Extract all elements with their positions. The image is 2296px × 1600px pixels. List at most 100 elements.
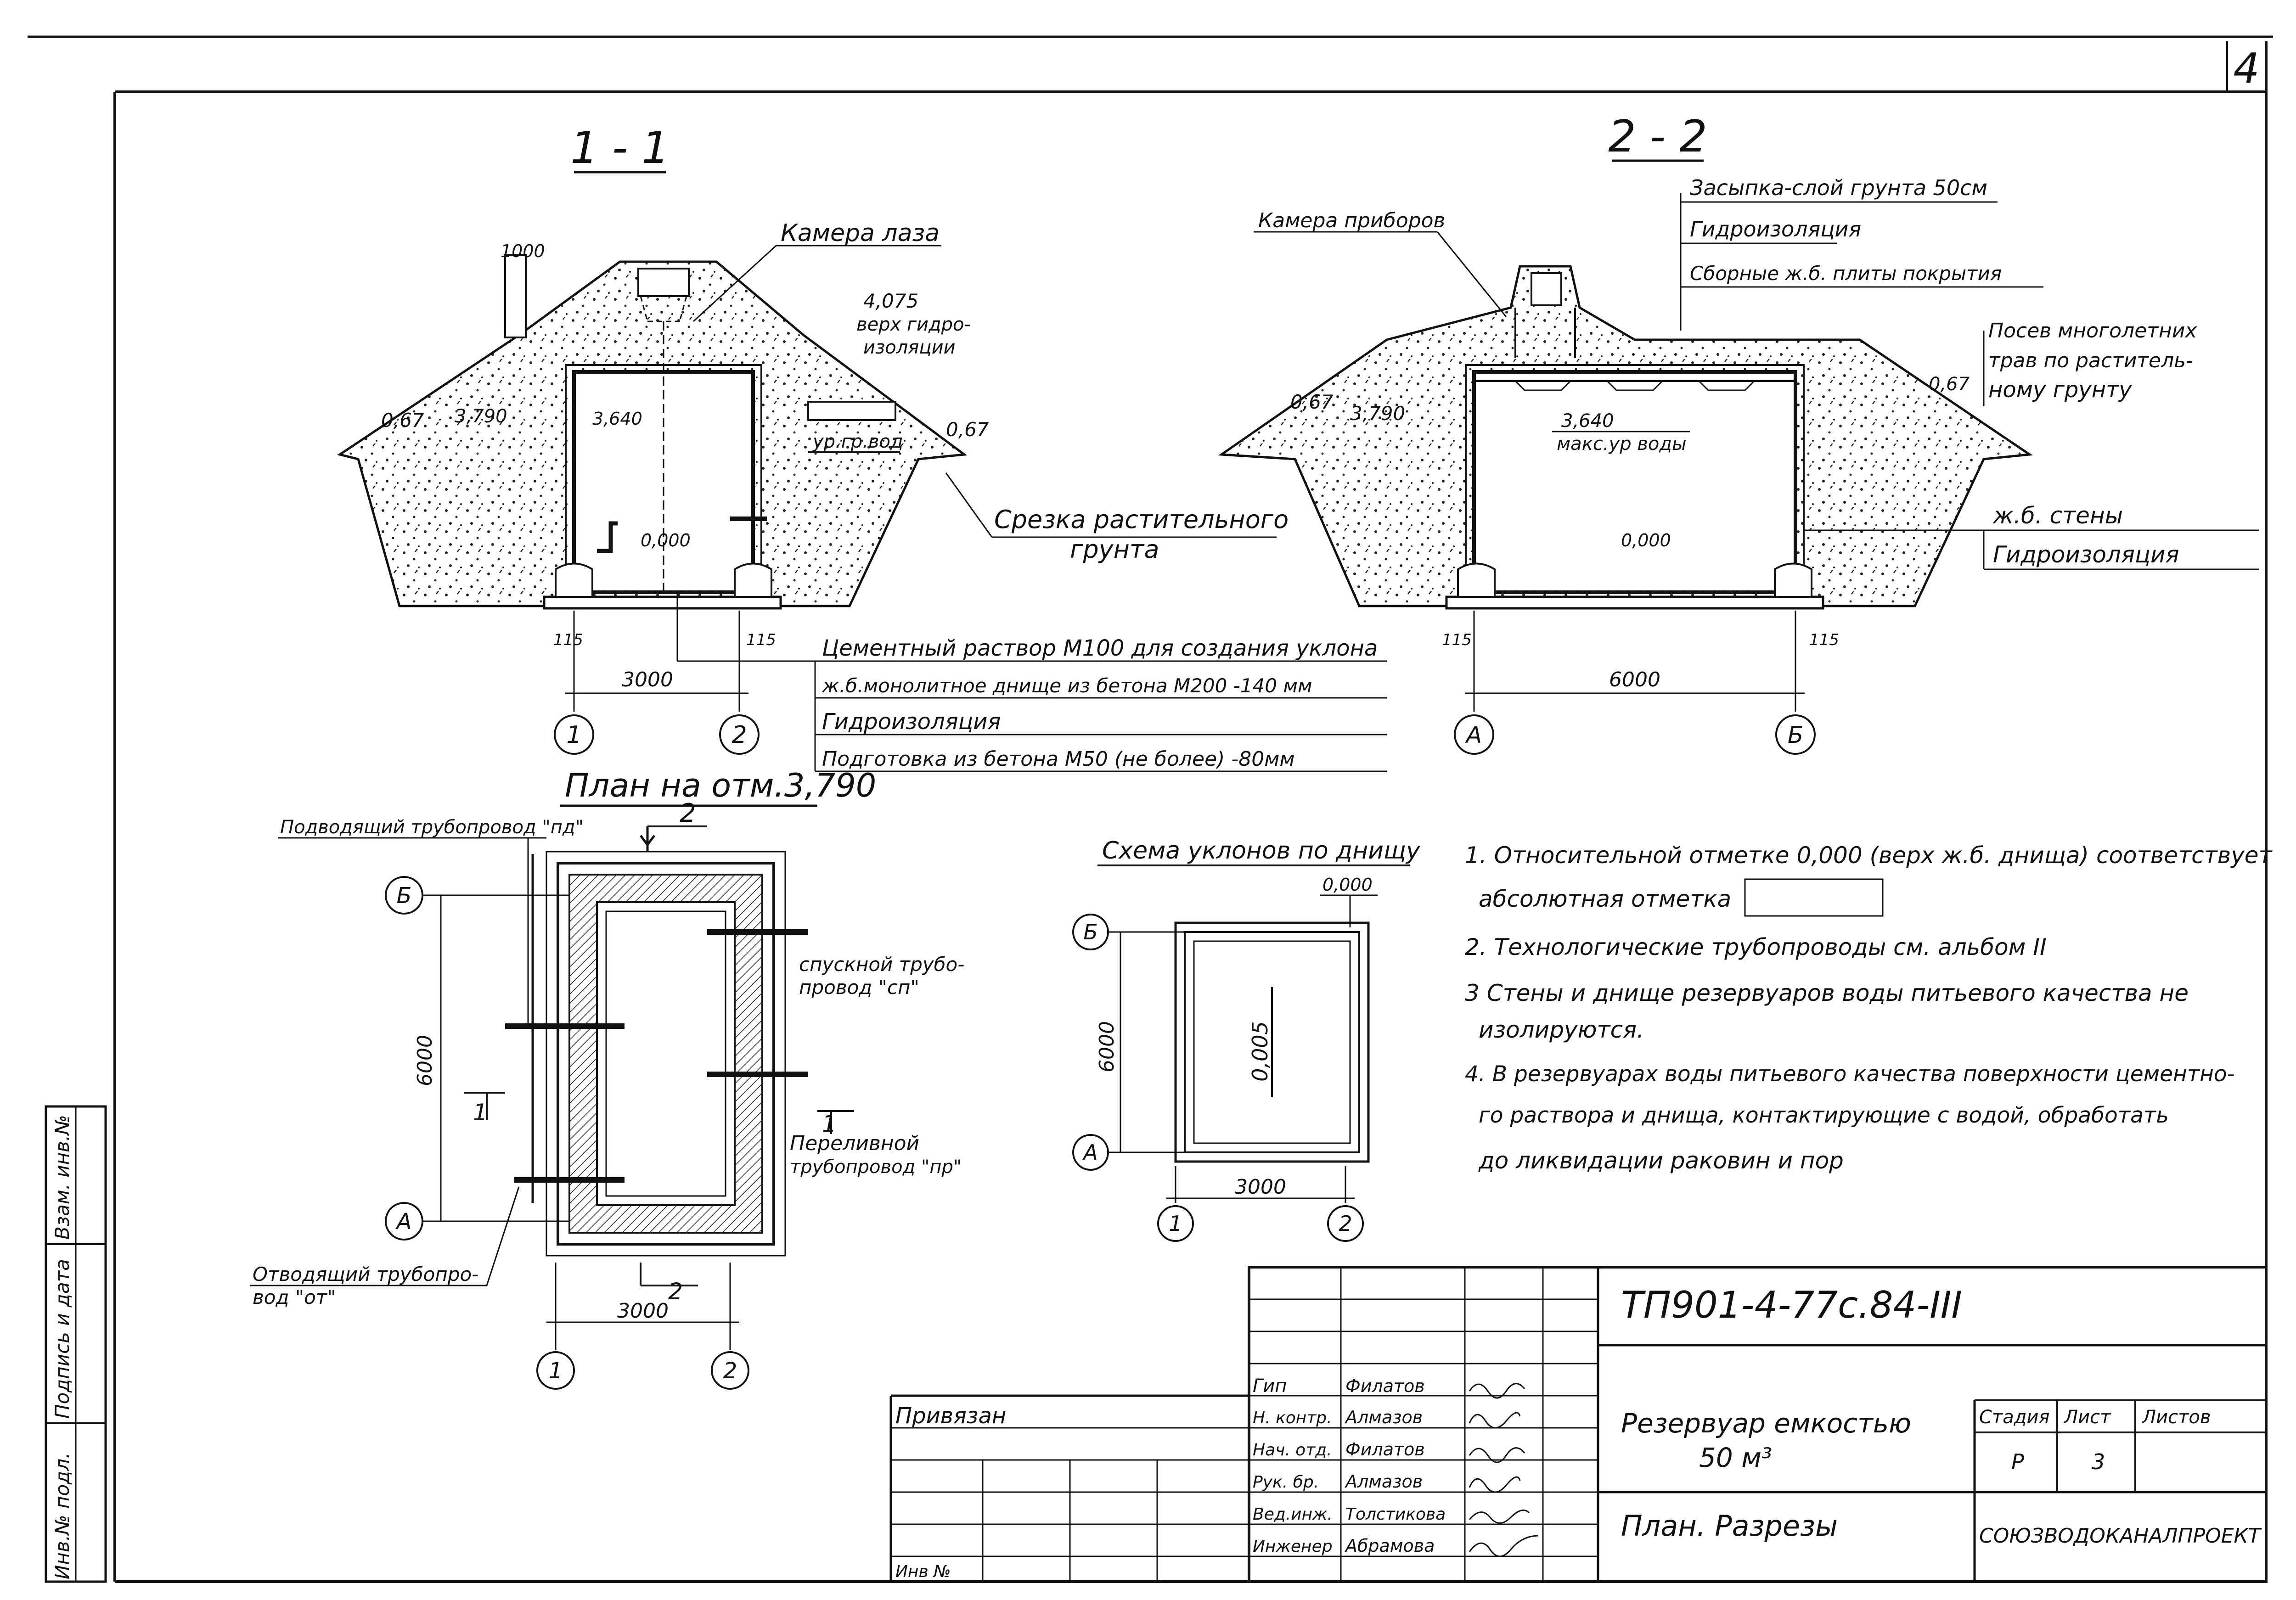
- name-2: Алмазов: [1344, 1407, 1423, 1427]
- layer-label-2c: Сборные ж.б. плиты покрытия: [1690, 262, 2002, 285]
- slope-axis-b: Б: [1083, 920, 1098, 944]
- stage-value: Р: [2011, 1449, 2024, 1474]
- plan-title: План на отм.3,790: [565, 767, 876, 804]
- inv-no-label: Инв №: [895, 1562, 951, 1581]
- slope-right-2: 0,67: [1929, 374, 1970, 395]
- dim-115-right-2: 115: [1809, 631, 1839, 649]
- role-5: Вед.инж.: [1253, 1505, 1333, 1524]
- slope-left-2: 0,67: [1290, 391, 1334, 413]
- level-3640-1: 3,640: [592, 409, 642, 429]
- note-3b: изолируются.: [1479, 1016, 1644, 1043]
- plan-axis-2: 2: [723, 1358, 737, 1384]
- sheet-value: 3: [2092, 1449, 2105, 1474]
- note-1b: абсолютная отметка: [1479, 886, 1731, 912]
- role-3: Нач. отд.: [1253, 1441, 1332, 1460]
- slope-scheme-title: Схема уклонов по днищу: [1102, 837, 1421, 865]
- slope-dim-horizontal: 3000: [1235, 1175, 1286, 1199]
- sheet-frame: 4: [28, 35, 2273, 1583]
- axis-2-s1: 2: [732, 721, 747, 749]
- level-0-2: 0,000: [1621, 530, 1671, 550]
- dim-top-1: 1000: [501, 241, 545, 261]
- slope-scheme: Схема уклонов по днищу 0,005 0,000 6000 …: [1072, 837, 1421, 1242]
- stamp-replace: Взам. инв.№: [51, 1115, 73, 1240]
- cut-label-a: Срезка растительного: [994, 505, 1289, 534]
- role-4: Рук. бр.: [1253, 1473, 1319, 1492]
- layer-4: Подготовка из бетона М50 (не более) -80м…: [822, 747, 1295, 771]
- waterproof-label-2: Гидроизоляция: [1993, 541, 2179, 568]
- camera-label-2: Камера приборов: [1258, 209, 1445, 232]
- attached-label: Привязан: [895, 1403, 1006, 1429]
- plan-axis-1: 1: [549, 1358, 563, 1384]
- seeding-c: ному грунту: [1988, 377, 2132, 403]
- plan-dim-horizontal: 3000: [617, 1299, 669, 1323]
- bottom-layers-callout: Цементный раствор М100 для создания укло…: [676, 592, 1387, 772]
- outlet-label-b: вод "от": [253, 1286, 336, 1308]
- plan-view: План на отм.3,790 2 2 1 1 Подводящий тру…: [250, 767, 964, 1390]
- drain-label-a: спускной трубо-: [799, 953, 964, 976]
- overflow-label-a: Переливной: [790, 1132, 919, 1155]
- note-4a: 4. В резервуарах воды питьевого качества…: [1465, 1061, 2235, 1087]
- sheets-header: Листов: [2141, 1407, 2211, 1428]
- section-1-1: 1 - 1 Камера лаза 1000 4,075 верх гидро-…: [337, 123, 1289, 755]
- slope-axis-1: 1: [1169, 1211, 1182, 1236]
- note-3a: 3 Стены и днище резервуаров воды питьево…: [1465, 980, 2189, 1006]
- absolute-level-box: [1744, 878, 1884, 917]
- section-2-2: 2 - 2 Камера приборов Засыпка-слой грунт…: [1218, 112, 2259, 755]
- notes: 1. Относительной отметке 0,000 (верх ж.б…: [1465, 842, 2273, 1174]
- level-3790-1: 3,790: [455, 406, 507, 427]
- max-water-label: макс.ур воды: [1557, 433, 1687, 455]
- drawing-title: План. Разрезы: [1621, 1509, 1838, 1543]
- plan-section-mark-bottom: 2: [668, 1278, 683, 1305]
- level-4075: 4,075: [863, 290, 918, 312]
- section-2-title: 2 - 2: [1608, 112, 1707, 162]
- dim-span-2: 6000: [1609, 668, 1660, 691]
- title-block: Привязан Инв № Гип Н. контр. Нач. отд. Р…: [889, 1266, 2268, 1583]
- slope-right-1: 0,67: [946, 418, 989, 441]
- camera-label-1: Камера лаза: [781, 219, 940, 247]
- stamp-inv: Инв.№ подл.: [51, 1453, 73, 1579]
- seeding-a: Посев многолетних: [1988, 319, 2197, 342]
- drain-label-b: провод "сп": [799, 976, 919, 999]
- drawing-code: ТП901-4-77с.84-III: [1621, 1284, 1962, 1326]
- section-1-title: 1 - 1: [570, 123, 670, 174]
- slope-level: 0,000: [1322, 875, 1373, 895]
- inlet-label: Подводящий трубопровод "пд": [280, 817, 584, 838]
- plan-section-mark-top: 2: [680, 798, 696, 828]
- seeding-b: трав по раститель-: [1988, 349, 2193, 372]
- role-2: Н. контр.: [1253, 1409, 1332, 1427]
- slope-axis-a: А: [1082, 1140, 1097, 1165]
- overflow-label-b: трубопровод "пр": [790, 1156, 962, 1178]
- note-4b: го раствора и днища, контактирующие с во…: [1479, 1103, 2169, 1128]
- waterproof-top-a: верх гидро-: [856, 314, 971, 335]
- note-1a: 1. Относительной отметке 0,000 (верх ж.б…: [1465, 842, 2273, 869]
- dim-115-left-1: 115: [553, 631, 583, 649]
- plan-axis-b: Б: [397, 883, 412, 909]
- axis-a-s2: А: [1465, 722, 1482, 748]
- plan-section-mark-left: 1: [473, 1099, 488, 1126]
- plan-section-mark-right: 1: [822, 1111, 837, 1137]
- waterproof-top-b: изоляции: [863, 337, 956, 358]
- note-4c: до ликвидации раковин и пор: [1478, 1147, 1844, 1174]
- cut-label-b: грунта: [1070, 535, 1159, 564]
- layer-1: Цементный раствор М100 для создания укло…: [822, 635, 1378, 661]
- slope-dim-vertical: 6000: [1095, 1021, 1119, 1072]
- layer-3: Гидроизоляция: [822, 709, 1001, 735]
- dim-115-right-1: 115: [746, 631, 776, 649]
- sheet-header: Лист: [2063, 1407, 2111, 1428]
- level-3790-2: 3,790: [1350, 402, 1405, 425]
- organization: СОЮЗВОДОКАНАЛПРОЕКТ: [1979, 1524, 2262, 1548]
- groundwater-label: ур.гр.вод: [812, 431, 903, 452]
- name-5: Толстикова: [1345, 1505, 1446, 1524]
- stamp-sign: Подпись и дата: [51, 1259, 73, 1419]
- name-1: Филатов: [1345, 1376, 1425, 1396]
- slope-value: 0,005: [1248, 1021, 1272, 1082]
- axis-1-s1: 1: [566, 721, 581, 749]
- stage-header: Стадия: [1979, 1407, 2049, 1428]
- object-title-a: Резервуар емкостью: [1621, 1408, 1911, 1439]
- note-2: 2. Технологические трубопроводы см. альб…: [1465, 934, 2047, 960]
- dim-span-1: 3000: [622, 668, 673, 691]
- name-4: Алмазов: [1344, 1471, 1423, 1492]
- role-6: Инженер: [1253, 1537, 1333, 1556]
- layer-label-2a: Засыпка-слой грунта 50см: [1690, 175, 1987, 200]
